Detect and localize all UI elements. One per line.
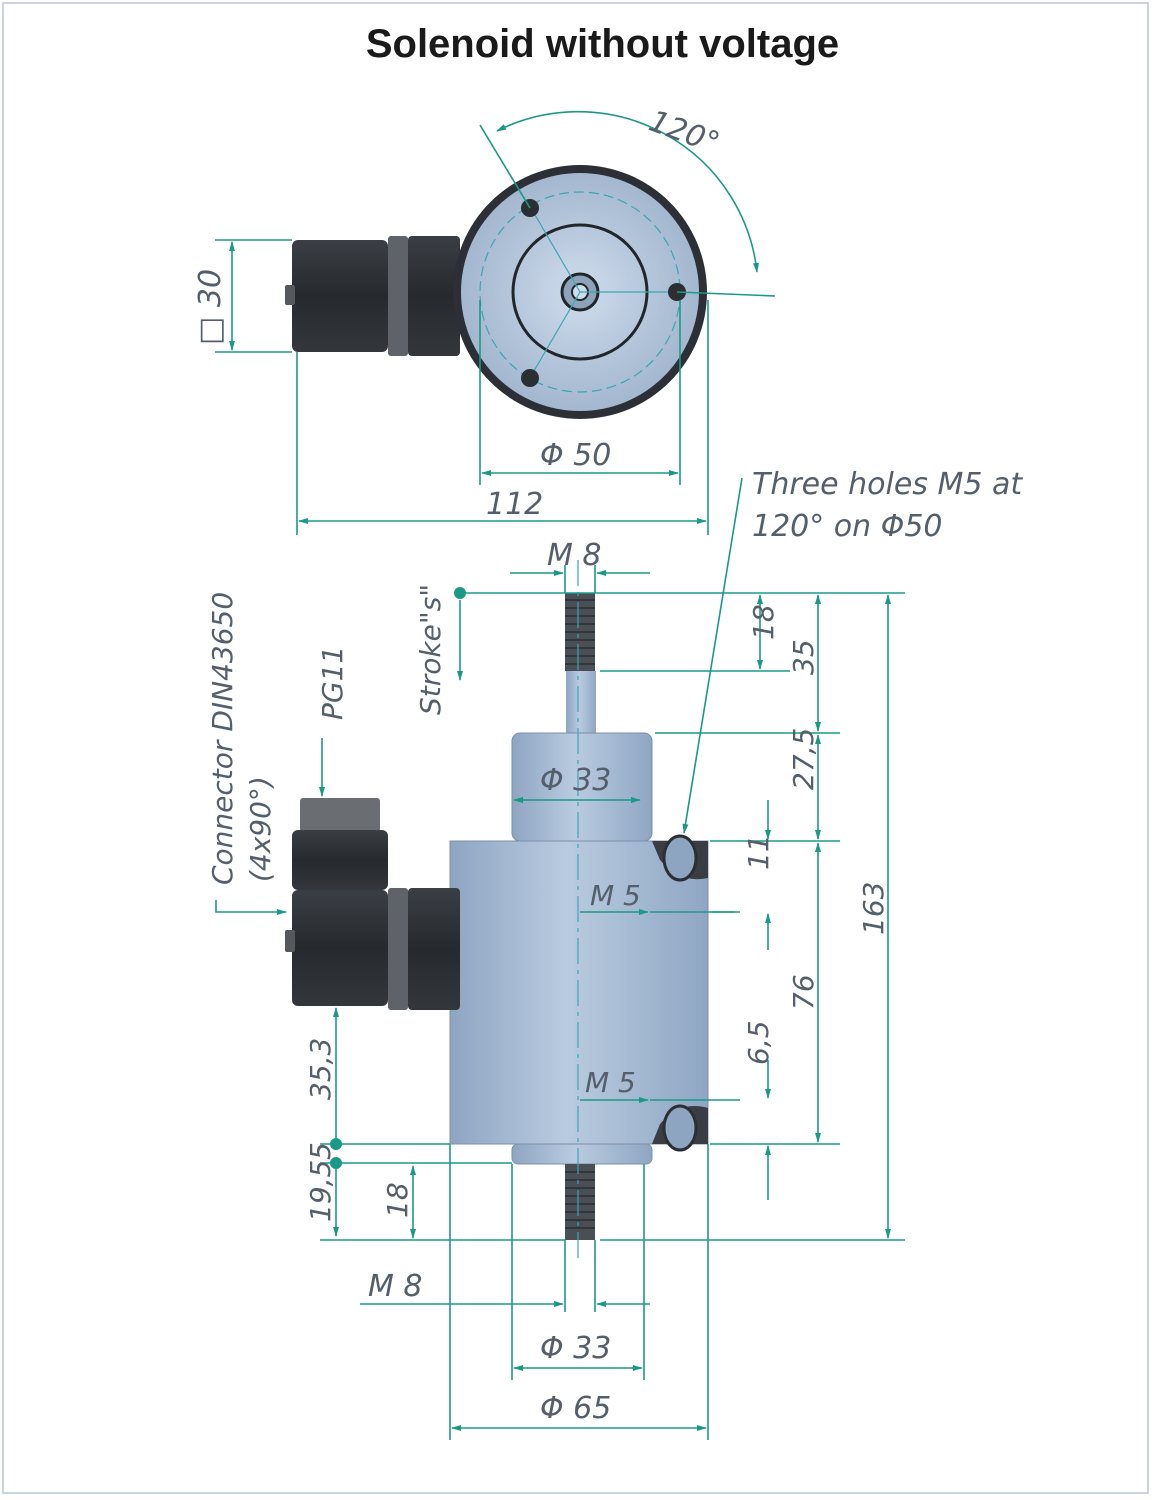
thread-bottom-label: M 8 <box>368 1269 423 1304</box>
dim-163: 163 <box>857 882 890 935</box>
connector-sub-label: (4x90°) <box>244 776 277 882</box>
holes-note-line1: Three holes M5 at <box>752 467 1023 502</box>
side-connector-body <box>292 890 388 1006</box>
plunger-shaft <box>566 671 596 737</box>
top-connector-body <box>292 240 388 352</box>
angle-label: 120° <box>644 104 724 162</box>
dim-18-bottom: 18 <box>381 1182 414 1218</box>
m5-bottom-label: M 5 <box>585 1066 636 1099</box>
holes-note-line2: 120° on Φ50 <box>752 509 943 544</box>
main-body <box>449 840 709 1145</box>
top-diameter-label: Φ 50 <box>540 438 611 473</box>
stroke-label: Stroke"s" <box>414 584 447 715</box>
holes-note: Three holes M5 at 120° on Φ50 <box>682 467 1023 834</box>
top-view: 120° □ 30 Φ 50 112 <box>193 104 776 535</box>
pg11-label: PG11 <box>316 646 349 720</box>
pg11-gland <box>300 798 380 832</box>
dim-76: 76 <box>787 974 820 1010</box>
top-connector-ring <box>388 236 408 356</box>
connector-label: Connector DIN43650 <box>206 592 239 885</box>
bottom-diameter-33-label: Φ 33 <box>540 1331 611 1366</box>
top-width-label: 112 <box>486 487 543 522</box>
dim-35-3: 35,3 <box>304 1038 337 1100</box>
dim-35: 35 <box>787 639 820 675</box>
dim-6-5: 6,5 <box>742 1020 775 1065</box>
side-dimensions: M 8 Stroke"s" 18 35 27,5 11 76 6,5 <box>206 538 905 1440</box>
page-title: Solenoid without voltage <box>365 22 840 66</box>
side-view <box>285 560 709 1260</box>
mount-hole <box>521 369 539 387</box>
shaft-diameter-label: Φ 33 <box>540 763 611 798</box>
thread-top-label: M 8 <box>547 538 602 573</box>
m5-top-label: M 5 <box>590 879 641 912</box>
square-label: □ 30 <box>193 269 228 345</box>
dim-5: 5 <box>304 1142 337 1160</box>
lower-neck <box>511 1143 653 1165</box>
dim-19-5: 19,5 <box>304 1160 337 1222</box>
bottom-diameter-65-label: Φ 65 <box>540 1391 611 1426</box>
dim-18-top: 18 <box>747 604 780 640</box>
dim-11: 11 <box>742 834 775 870</box>
dim-27-5: 27,5 <box>787 728 820 790</box>
